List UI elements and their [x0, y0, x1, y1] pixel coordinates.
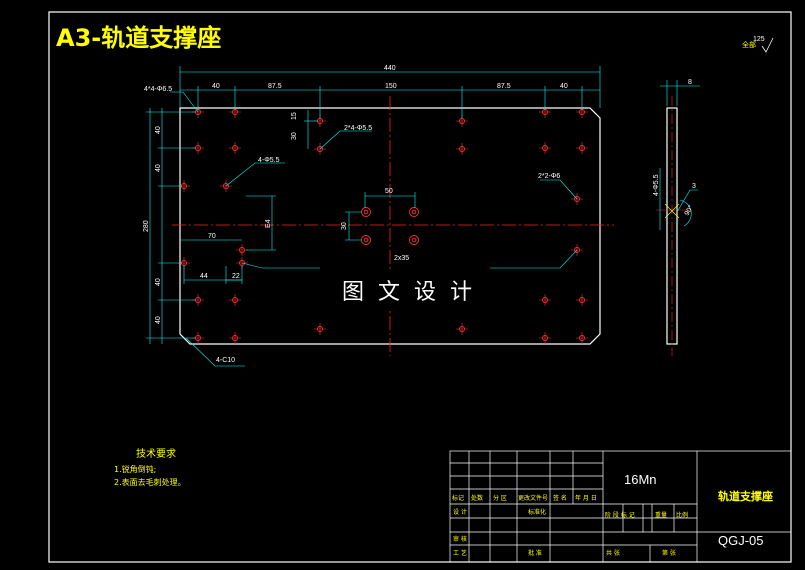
dim-small-22: 22	[232, 273, 240, 280]
dim-top-5: 40	[560, 83, 568, 90]
side-thickness: 8	[688, 79, 692, 86]
tb-design: 设 计	[453, 508, 467, 516]
dim-left-2: 40	[155, 164, 162, 172]
roughness-value: 125	[753, 36, 765, 43]
tb-check: 审 核	[453, 535, 467, 543]
dim-small-50: 50	[385, 188, 393, 195]
top-dimension-lines	[146, 66, 601, 367]
sheet-title: A3-轨道支撑座	[56, 24, 222, 52]
tb-h-docno: 更改文件号	[518, 494, 548, 502]
tech-requirement-2: 2.表面去毛刺处理。	[114, 478, 186, 487]
tb-drawing-no: QGJ-05	[718, 533, 764, 548]
note-hole-3: 4-Φ5.5	[258, 157, 280, 164]
side-view: 8 4-Φ5.5 3 90°	[653, 79, 700, 356]
dim-small-2x35: 2x35	[394, 255, 409, 262]
tb-weight: 重量	[655, 511, 667, 519]
tb-h-mark: 标记	[452, 494, 464, 502]
dim-top-4: 87.5	[497, 83, 511, 90]
tech-requirement-1: 1.锐角倒钝;	[114, 465, 157, 474]
tb-h-date: 年 月 日	[575, 494, 597, 502]
dim-small-70: 70	[208, 233, 216, 240]
plate-outline	[179, 107, 601, 345]
title-block	[449, 450, 792, 563]
tb-scale: 比例	[676, 511, 688, 519]
roughness-note: 全部	[742, 40, 756, 49]
dim-small-15: 15	[291, 112, 298, 120]
tb-h-zone: 分 区	[493, 494, 507, 502]
watermark-text: 图文设计	[338, 272, 491, 308]
tb-stage: 阶 段 标 记	[605, 511, 635, 519]
dim-small-44: 44	[200, 273, 208, 280]
tb-process: 工 艺	[453, 549, 467, 557]
tb-approve: 批 准	[528, 549, 542, 557]
note-hole-1: 4*4-Φ6.5	[144, 86, 172, 93]
dim-left-5: 40	[155, 316, 162, 324]
tb-part-name: 轨道支撑座	[718, 489, 773, 503]
dim-left-3: 280	[143, 220, 150, 232]
dim-left-1: 40	[155, 126, 162, 134]
tb-h-sign: 签 名	[553, 494, 567, 502]
tb-material: 16Mn	[624, 472, 657, 487]
note-hole-4: 2*2-Φ6	[538, 173, 560, 180]
side-hole-note: 4-Φ5.5	[653, 174, 660, 196]
side-angle: 90°	[683, 204, 695, 217]
dim-small-e4: E4	[265, 219, 272, 228]
dim-top-2: 87.5	[268, 83, 282, 90]
side-chamfer: 3	[692, 183, 696, 190]
dim-small-30b: 30	[341, 222, 348, 230]
dim-overall-width: 440	[384, 65, 396, 72]
dim-top-3: 150	[385, 83, 397, 90]
tb-total-sheets: 共 张	[606, 549, 620, 557]
tech-requirements-title: 技术要求	[136, 449, 176, 460]
side-dims	[659, 80, 700, 230]
tb-standard: 标准化	[528, 508, 546, 516]
roughness-symbol	[761, 37, 774, 53]
tb-h-count: 处数	[471, 494, 483, 502]
note-hole-2: 2*4-Φ5.5	[344, 125, 372, 132]
tb-sheet-no: 第 张	[662, 549, 676, 557]
note-chamfer: 4-C10	[216, 357, 235, 364]
dim-small-30a: 30	[291, 132, 298, 140]
outer-frame	[48, 11, 792, 563]
front-view: 440 40 87.5 150 87.5 40 40 40 280 40 40 …	[143, 65, 614, 367]
dim-top-1: 40	[212, 83, 220, 90]
dim-left-4: 40	[155, 278, 162, 286]
